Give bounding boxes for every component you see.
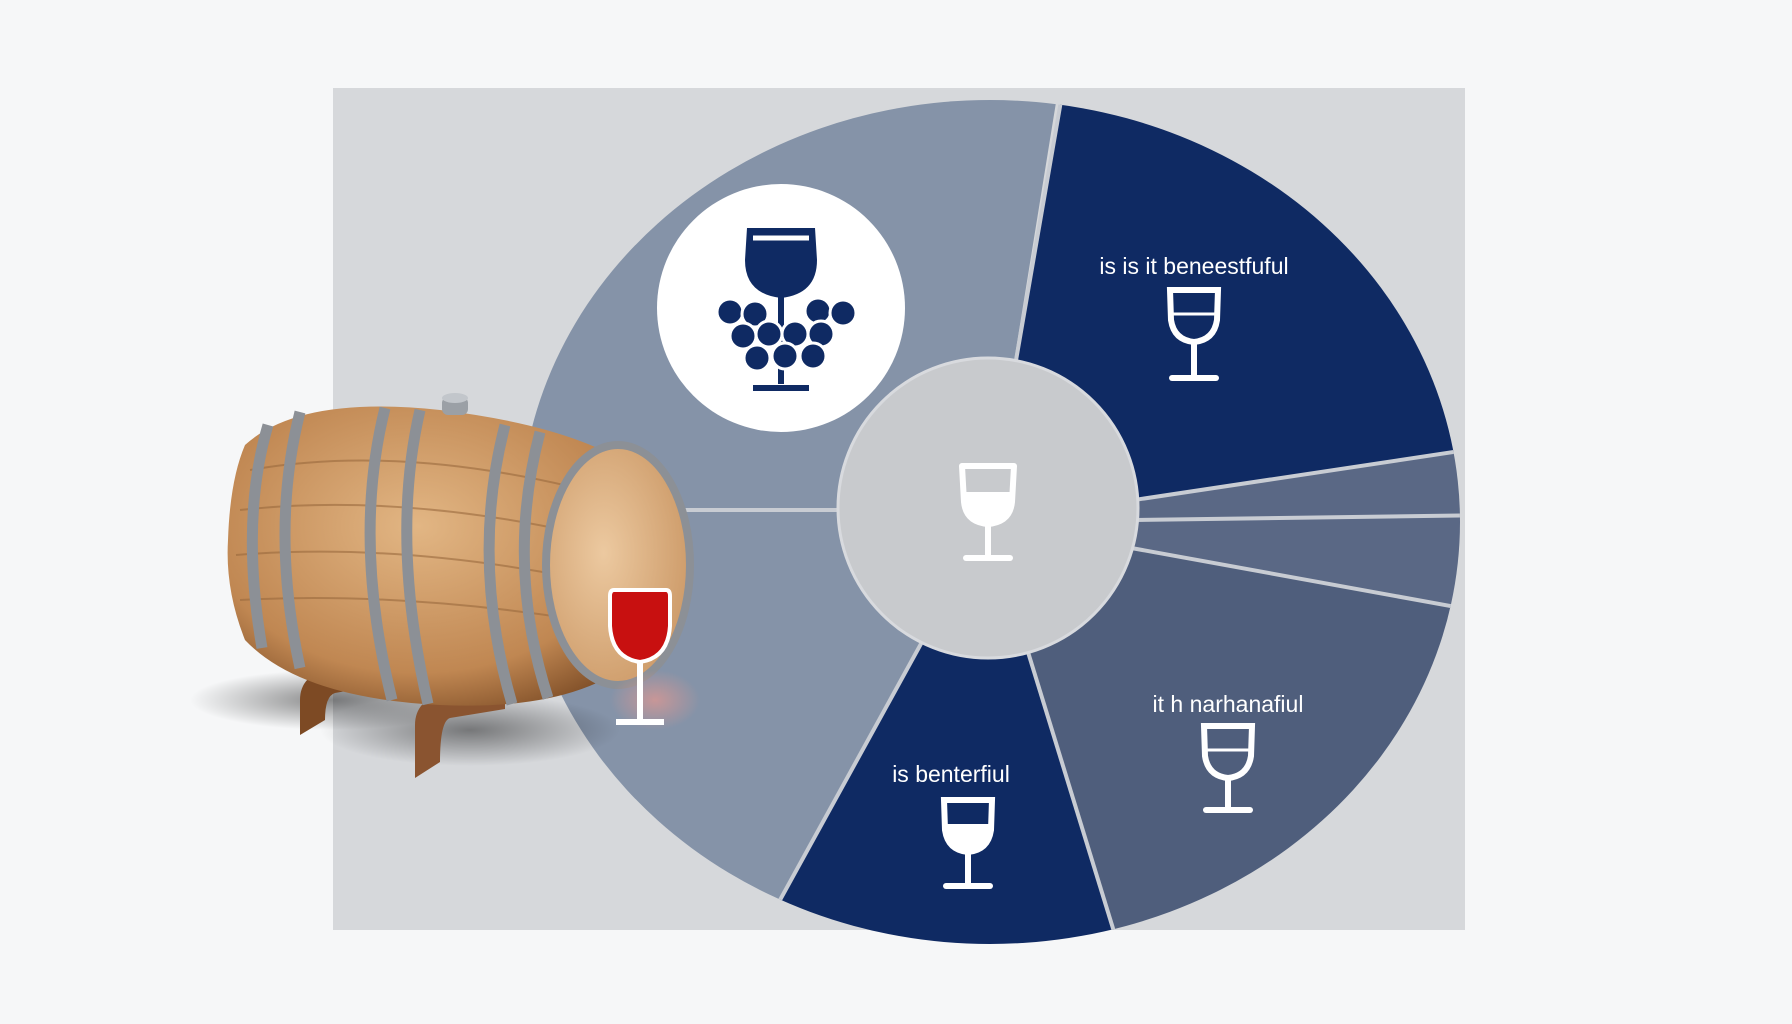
red-wine-glass-icon <box>608 588 672 725</box>
segment-bottom-right-label: it h narhanafiul <box>1153 691 1304 717</box>
wine-glass-icon <box>959 463 1017 561</box>
segment-bottom <box>725 522 1135 944</box>
segment-bottom-label: is benterfiul <box>892 761 1010 787</box>
wine-glass-icon <box>1166 287 1222 381</box>
wine-glass-icon <box>1200 723 1256 813</box>
wine-glass-icon <box>940 797 996 889</box>
wine-glass-grapes-icon <box>715 228 858 391</box>
segment-top-right-label: is is it beneestfuful <box>1099 253 1288 279</box>
